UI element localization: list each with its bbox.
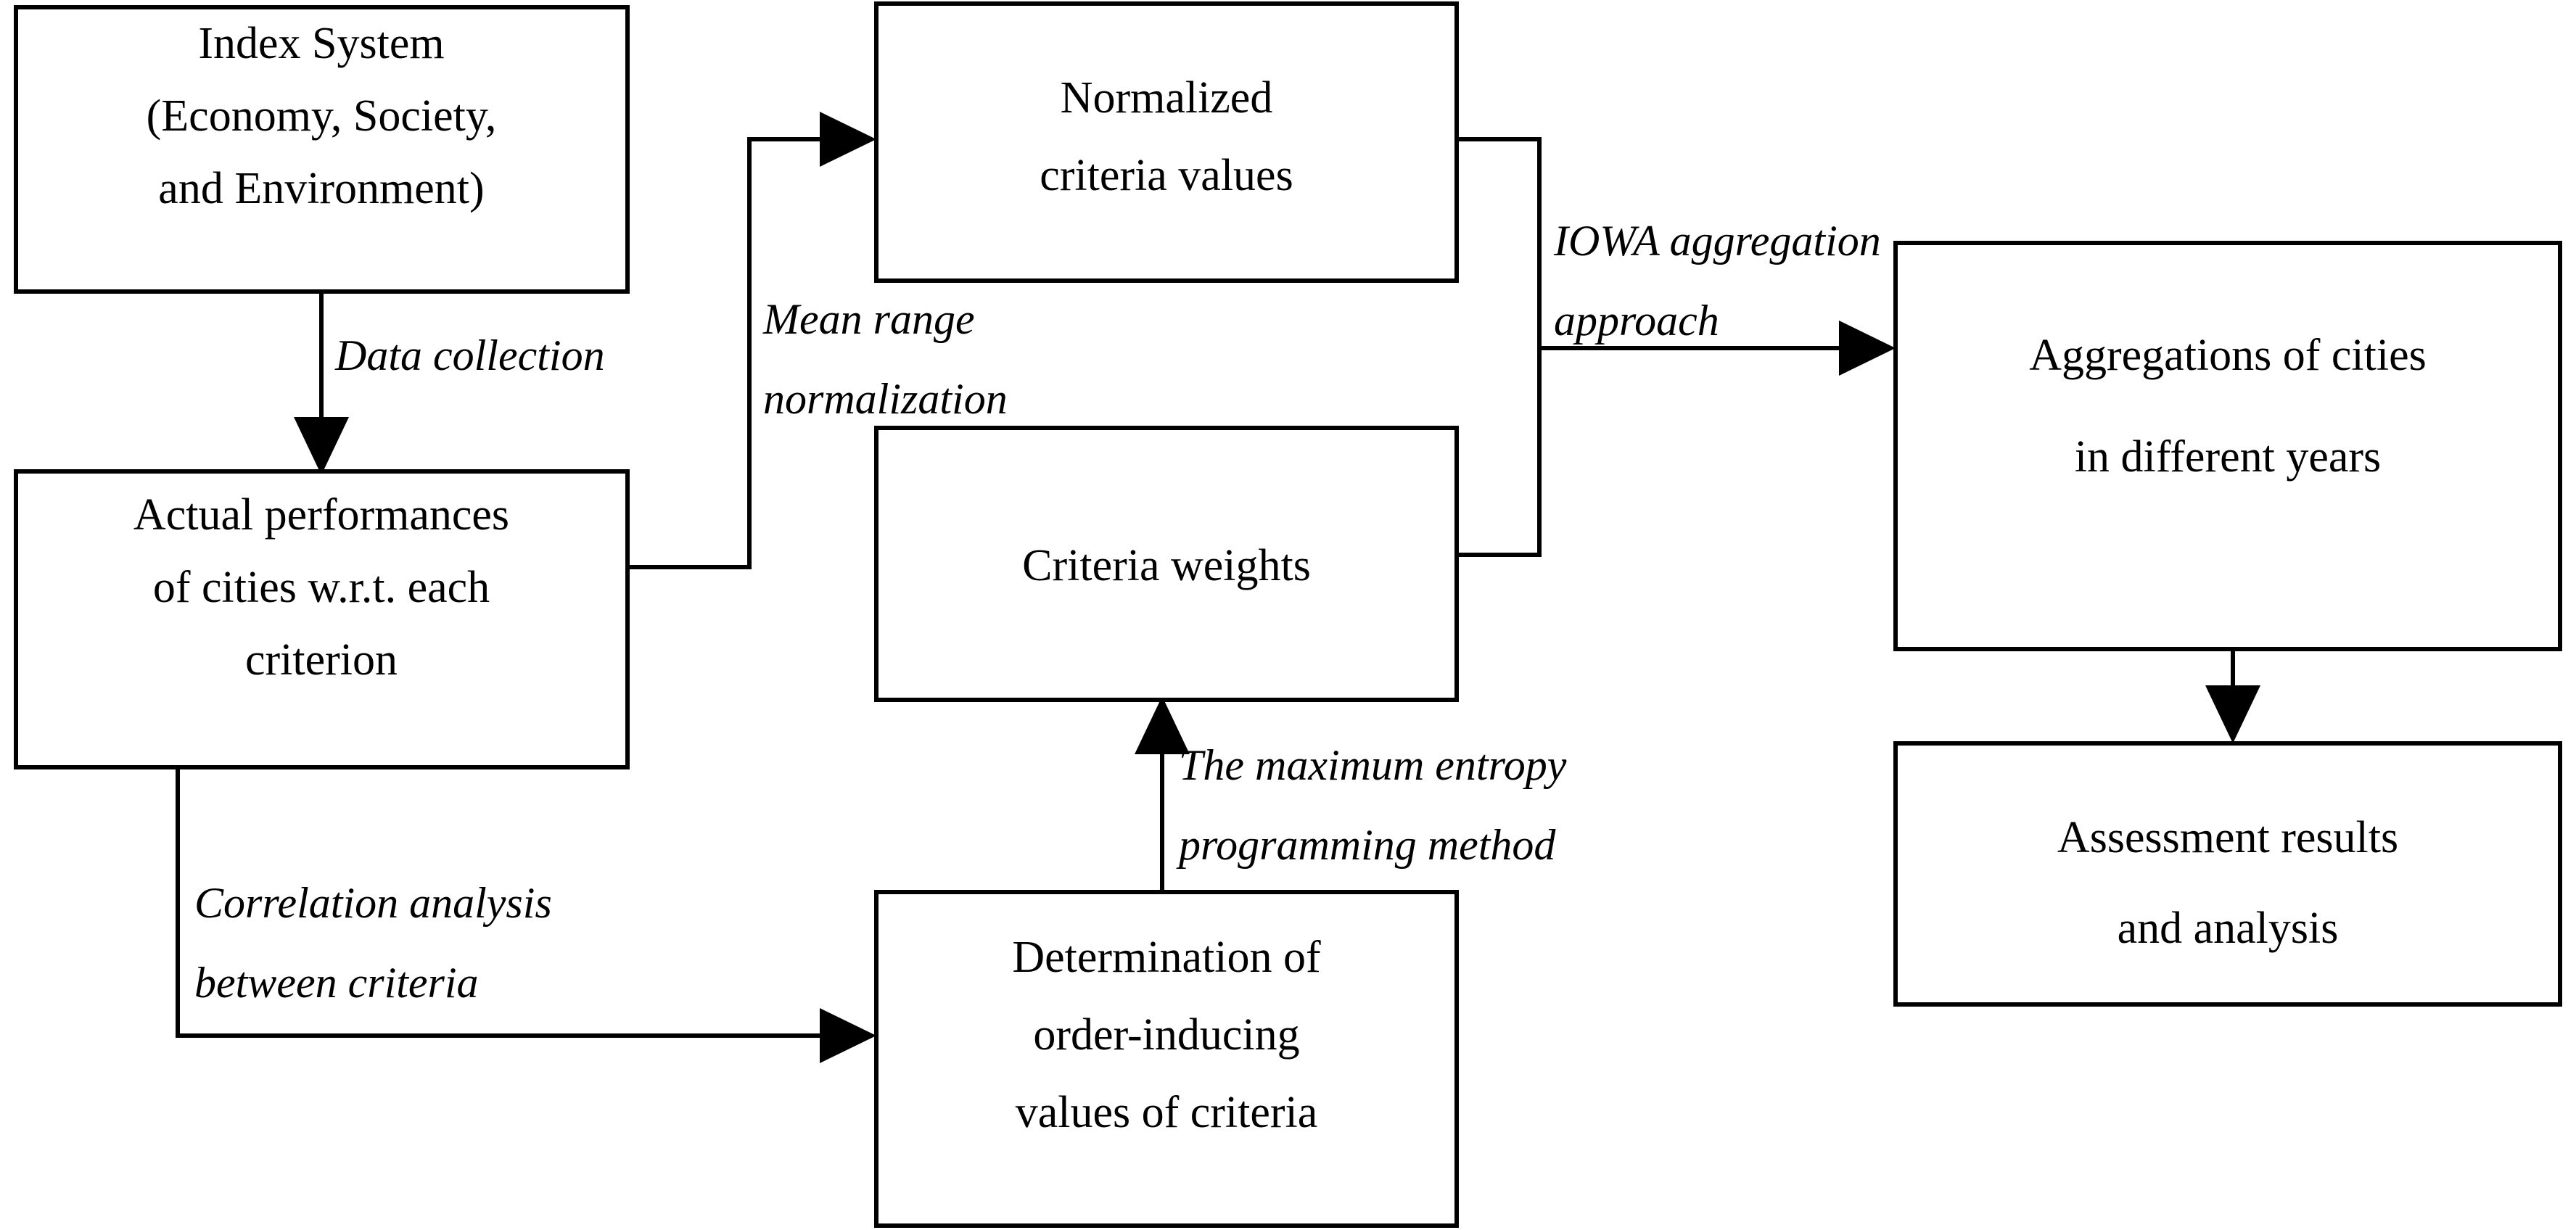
node-line-1: Normalized xyxy=(1061,73,1273,123)
node-box-shape xyxy=(874,1,1459,283)
edge-line xyxy=(627,137,841,569)
edge-label-line-2: between criteria xyxy=(194,959,479,1007)
arrow-head-icon xyxy=(1135,696,1190,754)
node-line-1: Aggregations of cities xyxy=(2029,331,2427,380)
edge-label-iowa-aggregation-approach: IOWA aggregation approach xyxy=(1553,217,1881,344)
node-line-1: Determination of xyxy=(1012,933,1321,982)
node-line-2: of cities w.r.t. each xyxy=(153,563,490,612)
node-line-2: criteria values xyxy=(1040,151,1293,200)
node-line-2: order-inducing xyxy=(1033,1010,1299,1060)
edge-label-line-2: normalization xyxy=(763,375,1008,423)
node-box-shape xyxy=(1893,241,2562,651)
edge-label-line-2: programming method xyxy=(1176,821,1556,869)
edge-label-line-1: Correlation analysis xyxy=(194,879,552,927)
edge-label-line-1: Mean range xyxy=(762,295,975,343)
node-line-2: in different years xyxy=(2075,432,2381,482)
node-line-2: (Economy, Society, xyxy=(147,91,497,141)
node-actual-performances[interactable]: Actual performances of cities w.r.t. eac… xyxy=(14,469,630,769)
edge-label-line-2: approach xyxy=(1554,297,1719,344)
node-line-3: and Environment) xyxy=(158,164,484,213)
node-line-3: criterion xyxy=(245,635,398,685)
edge-line xyxy=(176,767,841,1038)
node-normalized-criteria-values[interactable]: Normalized criteria values xyxy=(874,1,1459,283)
edge-label-maximum-entropy-programming: The maximum entropy programming method xyxy=(1176,741,1567,869)
edge-actual-to-determination xyxy=(176,767,876,1063)
node-box-shape xyxy=(874,426,1459,702)
arrow-head-icon xyxy=(2205,685,2260,743)
edge-label-line-1: IOWA aggregation xyxy=(1553,217,1881,265)
node-box-shape xyxy=(14,5,630,294)
edge-label-line-1: The maximum entropy xyxy=(1179,741,1567,789)
node-line-1: Index System xyxy=(198,19,444,68)
edge-aggregations-to-assessment xyxy=(2205,649,2260,743)
node-line-1: Criteria weights xyxy=(1022,541,1311,590)
node-aggregations-of-cities[interactable]: Aggregations of cities in different year… xyxy=(1893,241,2562,651)
arrow-head-icon xyxy=(820,1008,876,1063)
node-line-2: and analysis xyxy=(2118,904,2339,953)
node-criteria-weights[interactable]: Criteria weights xyxy=(874,426,1459,702)
edge-actual-to-normalized xyxy=(627,112,876,569)
arrow-head-icon xyxy=(1839,321,1896,376)
edge-label-data-collection: Data collection xyxy=(334,331,605,379)
edge-label-correlation-analysis: Correlation analysis between criteria xyxy=(194,879,552,1007)
node-line-1: Assessment results xyxy=(2057,813,2398,862)
node-assessment-results[interactable]: Assessment results and analysis xyxy=(1893,741,2562,1007)
node-index-system[interactable]: Index System (Economy, Society, and Envi… xyxy=(14,5,630,294)
node-line-3: values of criteria xyxy=(1016,1088,1318,1137)
edge-determination-to-weights xyxy=(1135,696,1190,892)
arrow-head-icon xyxy=(294,417,349,475)
node-box-shape xyxy=(14,469,630,769)
edge-label-mean-range-normalization: Mean range normalization xyxy=(762,295,1008,423)
arrow-head-icon xyxy=(820,112,876,167)
node-box-shape xyxy=(874,890,1459,1228)
node-box-shape xyxy=(1893,741,2562,1007)
node-determination-order-inducing[interactable]: Determination of order-inducing values o… xyxy=(874,890,1459,1228)
edge-label-line-1: Data collection xyxy=(334,331,605,379)
node-line-1: Actual performances xyxy=(133,490,509,540)
